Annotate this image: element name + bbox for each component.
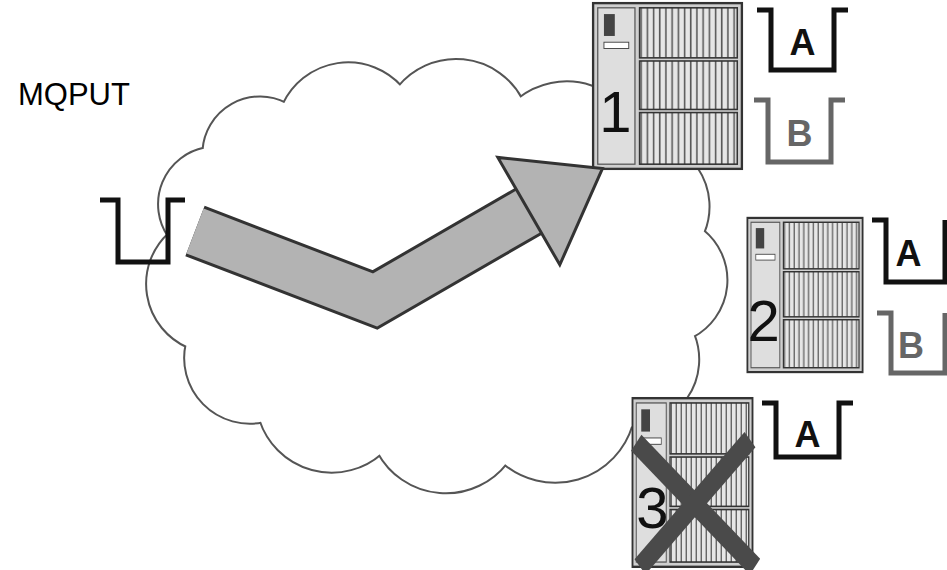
queue-symbol (100, 195, 185, 265)
server-number: 3 (636, 479, 668, 537)
queue-name: B (875, 328, 947, 364)
queue-name: A (870, 236, 947, 272)
cluster-queue: B (875, 308, 947, 376)
queue-manager-server: 1 (590, 0, 745, 172)
cluster-queue: A (870, 215, 947, 285)
cluster-queue: B (752, 95, 847, 165)
queue-manager-server: 2 (745, 215, 865, 375)
queue-name: B (752, 116, 847, 152)
queue-name: A (755, 25, 850, 61)
cluster-queue: A (760, 398, 855, 460)
server-number: 1 (599, 83, 631, 141)
server-number: 2 (747, 292, 779, 350)
queue-name: A (760, 417, 855, 453)
cluster-queue: A (755, 5, 850, 73)
message-flow-arrow (195, 157, 602, 300)
queue-manager-server: 3 (630, 395, 755, 570)
operation-label: MQPUT (18, 77, 130, 113)
sending-queue: MQPUT (10, 75, 195, 270)
